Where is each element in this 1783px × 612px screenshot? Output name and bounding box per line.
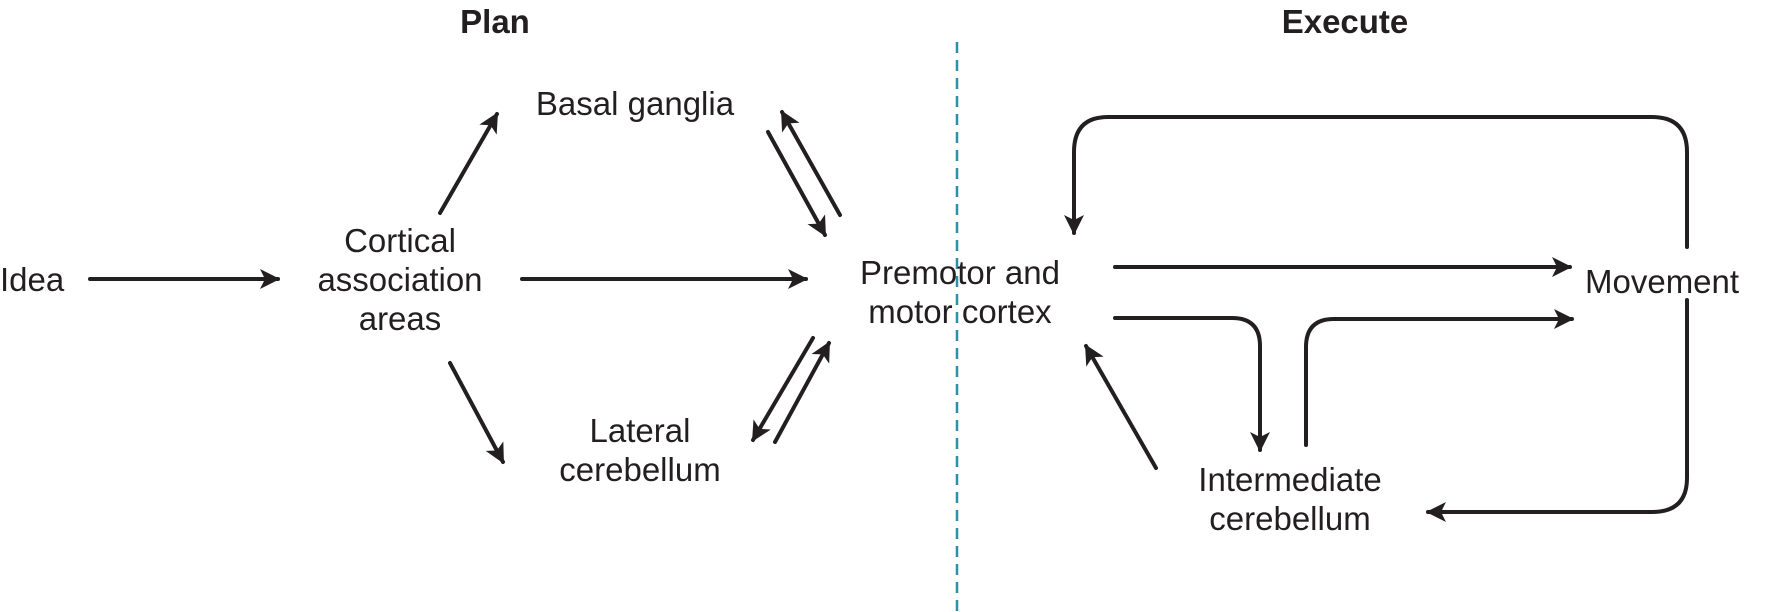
node-idea: Idea xyxy=(0,261,65,298)
node-cortical-line-2: association xyxy=(317,261,483,298)
arrow-premotor-to-lateral xyxy=(751,336,815,442)
arrow-intermediate-to-premotor xyxy=(1084,344,1158,470)
node-cortical-association-areas: Cortical association areas xyxy=(285,221,515,338)
node-lateral-line-1: Lateral xyxy=(589,412,691,449)
node-premotor-motor-cortex: Premotor and motor cortex xyxy=(820,253,1100,331)
arrow-basal-to-premotor xyxy=(766,130,827,237)
node-lateral-line-2: cerebellum xyxy=(559,451,721,488)
arrow-movement-feedback-to-premotor xyxy=(1064,115,1689,249)
arrow-cortical-to-basal xyxy=(438,112,499,215)
node-cortical-line-3: areas xyxy=(358,300,442,337)
node-premotor-line-2: motor cortex xyxy=(868,293,1052,330)
arrow-movement-feedback-to-intermediate xyxy=(1426,298,1689,522)
node-intermediate-line-2: cerebellum xyxy=(1209,500,1371,537)
node-intermediate-cerebellum: Intermediate cerebellum xyxy=(1150,460,1430,538)
arrow-lateral-to-premotor xyxy=(773,341,831,444)
node-premotor-line-1: Premotor and xyxy=(860,254,1060,291)
node-movement: Movement xyxy=(1585,263,1740,300)
arrow-cortical-to-lateral xyxy=(448,361,505,464)
node-cortical-line-1: Cortical xyxy=(344,222,456,259)
node-basal-ganglia: Basal ganglia xyxy=(535,85,735,122)
node-intermediate-line-1: Intermediate xyxy=(1198,461,1382,498)
node-lateral-cerebellum: Lateral cerebellum xyxy=(520,411,760,489)
arrow-premotor-to-intermediate xyxy=(1113,316,1270,452)
arrow-intermediate-to-movement xyxy=(1304,309,1574,447)
plan-heading: Plan xyxy=(460,3,530,40)
execute-heading: Execute xyxy=(1281,3,1409,40)
arrow-premotor-to-basal xyxy=(780,110,842,217)
